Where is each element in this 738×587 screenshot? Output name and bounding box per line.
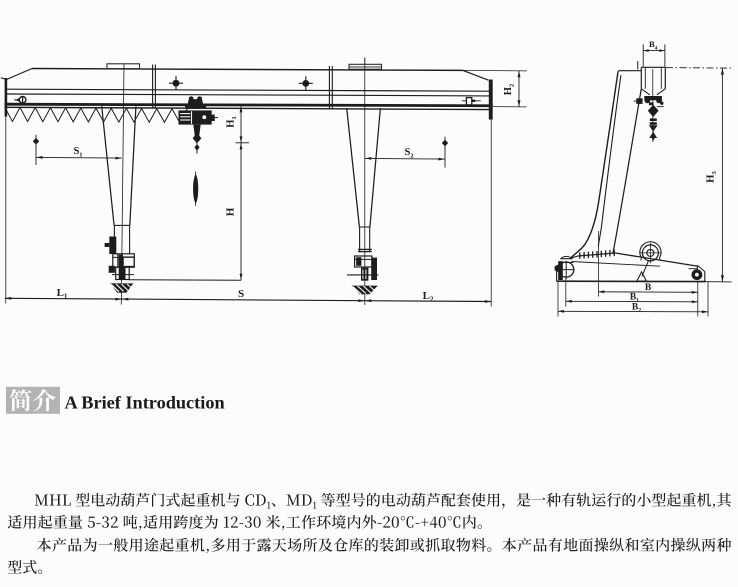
svg-text:H2: H2 <box>503 84 516 95</box>
svg-text:L2: L2 <box>423 290 434 304</box>
svg-text:B1: B1 <box>630 293 639 305</box>
svg-text:S2: S2 <box>404 147 413 160</box>
svg-text:H: H <box>224 207 236 216</box>
svg-text:A Brief Introduction: A Brief Introduction <box>65 393 225 413</box>
svg-text:H1: H1 <box>225 116 238 127</box>
svg-text:B: B <box>645 283 652 293</box>
svg-text:B2: B2 <box>632 303 641 315</box>
svg-text:H3: H3 <box>705 171 718 183</box>
svg-text:L1: L1 <box>57 287 68 301</box>
svg-text:S: S <box>238 288 244 300</box>
svg-text:B4: B4 <box>649 39 658 52</box>
svg-text:S1: S1 <box>73 146 82 159</box>
